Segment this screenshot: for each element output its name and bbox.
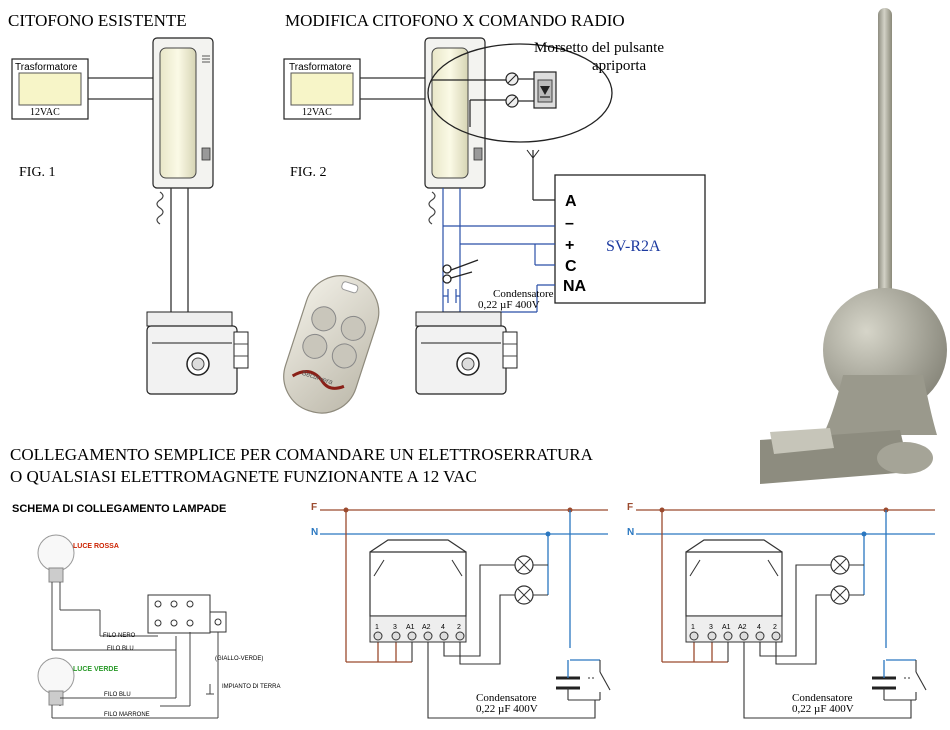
fig1-intercom-handset xyxy=(152,37,214,225)
relay-right-diagram xyxy=(636,507,935,719)
relay-left-t2: 3 xyxy=(393,624,397,631)
fig1-title: CITOFONO ESISTENTE xyxy=(8,11,187,30)
lamps-title: SCHEMA DI COLLEGAMENTO LAMPADE xyxy=(12,503,226,515)
relay-left-phase: F xyxy=(311,502,317,513)
terminal-plus: + xyxy=(565,237,574,254)
lamp-wiring xyxy=(51,582,219,719)
antenna-photo xyxy=(760,8,947,484)
green-lamp-label: LUCE VERDE xyxy=(73,666,118,673)
wire-brown-label: FILO MARRONE xyxy=(104,712,150,718)
fig2-electric-lock xyxy=(415,311,518,395)
relay-right-phase: F xyxy=(627,502,633,513)
terminal-c: C xyxy=(565,258,577,275)
terminal-na: NA xyxy=(563,278,587,295)
relay-left-t5: 4 xyxy=(441,624,445,631)
red-lamp-label: LUCE ROSSA xyxy=(73,543,119,550)
relay-left-neutral: N xyxy=(311,527,318,538)
fig1-transformer-voltage: 12VAC xyxy=(30,107,60,118)
receiver-module xyxy=(554,174,706,304)
terminal-magnifier xyxy=(427,43,613,143)
fig2-label: FIG. 2 xyxy=(290,165,327,180)
fig2-capacitor-value: 0,22 µF 400V xyxy=(478,299,540,311)
fig2-transformer xyxy=(283,58,361,120)
fig2-capacitor-label: Condensatore xyxy=(493,288,554,300)
fig2-title: MODIFICA CITOFONO X COMANDO RADIO xyxy=(285,11,625,30)
red-lamp-bulb xyxy=(37,534,75,583)
fig2-intercom-handset xyxy=(424,37,486,225)
fig1-transformer-label: Trasformatore xyxy=(15,62,78,73)
relay-right-t1: 1 xyxy=(691,624,695,631)
green-lamp-bulb xyxy=(37,657,75,706)
caption-line2: O QUALSIASI ELETTROMAGNETE FUNZIONANTE A… xyxy=(10,467,477,486)
fig1-transformer xyxy=(11,58,89,120)
fig2-transformer-voltage: 12VAC xyxy=(302,107,332,118)
fig1-label: FIG. 1 xyxy=(19,165,56,180)
receiver-antenna-symbol xyxy=(526,149,555,201)
relay-left-t6: 2 xyxy=(457,624,461,631)
lamp-terminal-block xyxy=(147,594,227,634)
relay-right-t3: A1 xyxy=(722,624,731,631)
terminal-note-line2: apriporta xyxy=(592,58,646,74)
remote-control-photo: Securvera xyxy=(283,275,380,414)
wire-blue-1-label: FILO BLU xyxy=(107,646,134,652)
relay-right-t5: 4 xyxy=(757,624,761,631)
relay-left-t1: 1 xyxy=(375,624,379,631)
relay-left-capacitor-value: 0,22 µF 400V xyxy=(476,703,538,715)
wire-blue-2-label: FILO BLU xyxy=(104,692,131,698)
relay-right-neutral: N xyxy=(627,527,634,538)
scissors-icon xyxy=(442,259,479,284)
relay-right-capacitor-value: 0,22 µF 400V xyxy=(792,703,854,715)
terminal-note-line1: Morsetto del pulsante xyxy=(534,40,664,56)
receiver-model: SV-R2A xyxy=(606,238,661,255)
relay-left-t3: A1 xyxy=(406,624,415,631)
relay-right-capacitor-label: Condensatore xyxy=(792,692,853,704)
fig1-electric-lock xyxy=(146,311,249,395)
fig2-transformer-label: Trasformatore xyxy=(289,62,352,73)
terminal-minus: – xyxy=(565,215,574,232)
relay-right-t6: 2 xyxy=(773,624,777,631)
relay-right-t2: 3 xyxy=(709,624,713,631)
caption-line1: COLLEGAMENTO SEMPLICE PER COMANDARE UN E… xyxy=(10,445,594,464)
wire-black-label: FILO NERO xyxy=(103,633,136,639)
relay-left-capacitor-label: Condensatore xyxy=(476,692,537,704)
relay-left-diagram xyxy=(320,507,611,719)
relay-right-t4: A2 xyxy=(738,624,747,631)
wire-yellow-green-label: (GIALLO-VERDE) xyxy=(215,656,263,662)
ground-label: IMPIANTO DI TERRA xyxy=(222,684,280,690)
terminal-a: A xyxy=(565,193,577,210)
relay-left-t4: A2 xyxy=(422,624,431,631)
